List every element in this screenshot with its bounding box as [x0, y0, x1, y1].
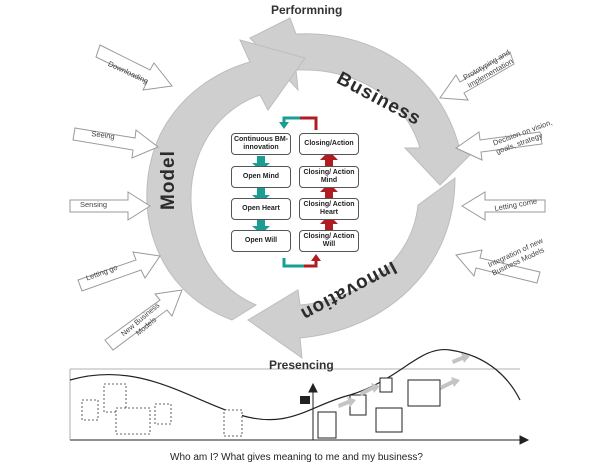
right-arrow-3: [461, 191, 546, 221]
teal-down-arrow-2: [252, 188, 270, 203]
left-arrow-1: [95, 44, 173, 91]
cube-dashed-4: [154, 403, 172, 425]
cube-dashed-3: [115, 407, 151, 435]
box-open-mind: Open Mind: [231, 166, 291, 188]
presencing-title: Presencing: [269, 358, 334, 372]
landscape-arrow-3: [440, 377, 460, 390]
right-arrow-1: [439, 51, 515, 101]
label-sensing: Sensing: [80, 200, 108, 209]
bottom-caption: Who am I? What gives meaning to me and m…: [170, 452, 423, 463]
box-continuous-bm-innovation: Continuous BM-innovation: [231, 133, 291, 155]
top-connector-line: [282, 116, 318, 130]
cube-solid-4: [379, 377, 393, 393]
landscape-arrow-4: [452, 353, 470, 364]
cube-dashed-5: [223, 409, 243, 437]
word-model: Model: [158, 150, 179, 210]
box-closing-action-mind: Closing/ Action Mind: [299, 166, 359, 188]
box-open-heart: Open Heart: [231, 198, 291, 220]
presencing-marker: [300, 396, 310, 404]
red-up-arrow-3: [320, 215, 338, 231]
box-closing-action-heart: Closing/ Action Heart: [299, 198, 359, 220]
cube-solid-1: [317, 411, 337, 439]
cycle-arrow-innovation: [247, 177, 456, 360]
box-open-will: Open Will: [231, 230, 291, 252]
cycle-arrow-model: [146, 39, 306, 321]
landscape-arrow-1: [338, 397, 356, 408]
cube-dashed-2: [103, 383, 127, 413]
performing-title: Performning: [271, 3, 343, 17]
teal-down-arrow-3: [252, 220, 270, 234]
left-arrow-5: [104, 289, 183, 351]
cube-dashed-1: [81, 399, 99, 421]
teal-down-arrow-1: [252, 156, 270, 171]
cube-solid-2: [349, 394, 367, 416]
box-closing-action: Closing/Action: [299, 133, 359, 155]
red-up-arrow-1: [320, 151, 338, 167]
box-closing-action-will: Closing/ Action Will: [299, 230, 359, 252]
left-arrow-3: [69, 191, 151, 221]
landscape-curve: [69, 348, 521, 421]
left-arrow-4: [77, 251, 161, 292]
cube-solid-3: [375, 407, 403, 433]
cube-solid-5: [407, 379, 441, 407]
red-up-arrow-2: [320, 183, 338, 199]
landscape-arrow-2: [360, 383, 380, 396]
right-arrow-2: [454, 131, 543, 161]
left-arrow-2: [72, 127, 159, 159]
right-arrow-4: [455, 249, 541, 284]
